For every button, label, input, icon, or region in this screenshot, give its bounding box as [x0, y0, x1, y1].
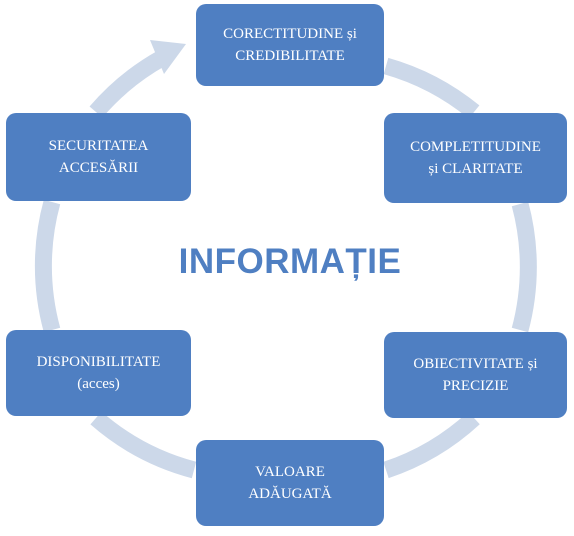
arc-right1-to-right2	[511, 201, 537, 333]
node-label-line: (acces)	[77, 376, 120, 392]
node-label-line: CORECTITUDINE și	[223, 26, 357, 42]
node-valoare-adaugata: VALOARE ADĂUGATĂ	[196, 440, 384, 526]
node-obiectivitate-precizie: OBIECTIVITATE și PRECIZIE	[384, 332, 567, 418]
arc-top-to-right1	[383, 57, 480, 119]
node-disponibilitate: DISPONIBILITATE (acces)	[6, 330, 191, 416]
node-label-line: OBIECTIVITATE și	[413, 356, 538, 372]
node-corectitudine-credibilitate: CORECTITUDINE și CREDIBILITATE	[196, 4, 384, 86]
node-completitudine-claritate: COMPLETITUDINE și CLARITATE	[384, 113, 567, 203]
arc-left1-to-top	[89, 50, 167, 118]
arc-right2-to-bottom	[383, 411, 480, 479]
arc-bottom-to-left2	[90, 411, 197, 479]
node-label-line: ADĂUGATĂ	[248, 486, 332, 502]
center-title: INFORMAȚIE	[178, 242, 402, 281]
node-label-line: și CLARITATE	[428, 161, 523, 177]
node-label-line: DISPONIBILITATE	[36, 354, 161, 370]
node-label-line: PRECIZIE	[442, 378, 509, 394]
node-label-line: VALOARE	[255, 464, 325, 480]
node-label-line: CREDIBILITATE	[235, 48, 345, 64]
node-securitatea-accesarii: SECURITATEA ACCESĂRII	[6, 113, 191, 201]
node-label-line: SECURITATEA	[48, 138, 149, 154]
node-label-line: ACCESĂRII	[58, 160, 139, 176]
arc-left2-to-left1	[34, 199, 61, 333]
node-label-line: COMPLETITUDINE	[410, 139, 541, 155]
cycle-arrowhead	[150, 40, 186, 74]
